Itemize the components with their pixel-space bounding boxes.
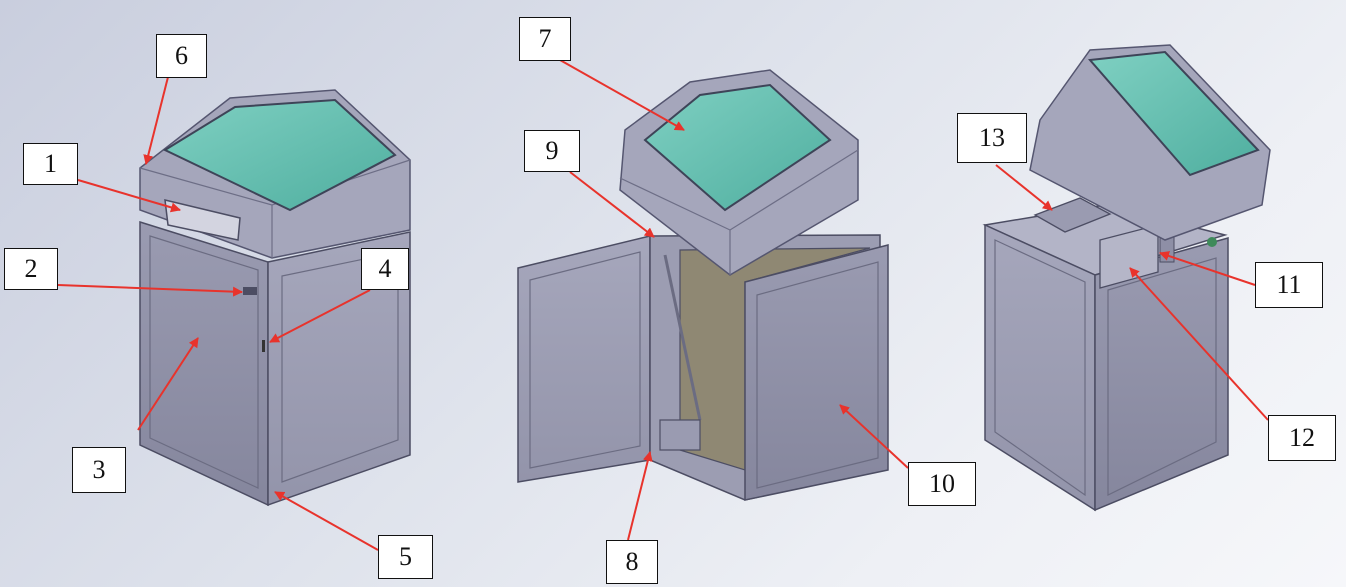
arrow-8 [627,451,653,541]
cabinet1-handle [262,340,265,352]
callout-4: 4 [361,248,409,290]
arrow-11 [1159,251,1256,286]
callout-12: 12 [1268,415,1336,461]
cabinet2-glass [643,83,832,212]
cabinet1-glass [162,98,397,212]
arrow-4 [269,289,371,343]
callout-11: 11 [1255,262,1323,308]
callout-1: 1 [23,143,78,185]
cabinet3-side-panel [1094,237,1229,512]
cabinet3-glass [1087,50,1260,177]
callout-3: 3 [72,447,126,493]
callout-10: 10 [908,462,976,506]
arrow-13 [995,164,1053,211]
callout-arrows [57,59,1269,551]
cabinet1-lock [243,287,257,295]
cabinet3-front-panel [984,223,1096,512]
cabinet3-lid [1029,44,1271,241]
callout-5: 5 [378,535,433,579]
arrow-10 [839,404,909,469]
cabinet-closed [139,89,411,507]
cabinet3-inner-box [1099,224,1159,289]
callout-8: 8 [606,540,658,584]
callout-2: 2 [4,248,58,290]
arrow-1 [77,179,181,213]
cabinet-open-lid [982,44,1271,512]
arrow-6 [143,76,169,165]
cabinet2-open-door [517,235,651,483]
callout-9: 9 [524,130,580,172]
callout-6: 6 [156,34,207,78]
callout-13: 13 [957,113,1027,163]
arrow-2 [57,284,243,297]
arrow-12 [1129,267,1269,421]
cabinet3-hopper [1033,197,1112,233]
cabinet-open-door [517,69,889,501]
cabinet2-side-panel [744,244,889,501]
callout-7: 7 [519,17,571,61]
cabinet1-slot [164,199,241,241]
arrow-3 [137,337,199,431]
arrow-7 [559,59,685,131]
cabinet1-side-panel [267,231,411,507]
arrow-5 [274,491,379,551]
arrow-9 [569,171,655,238]
